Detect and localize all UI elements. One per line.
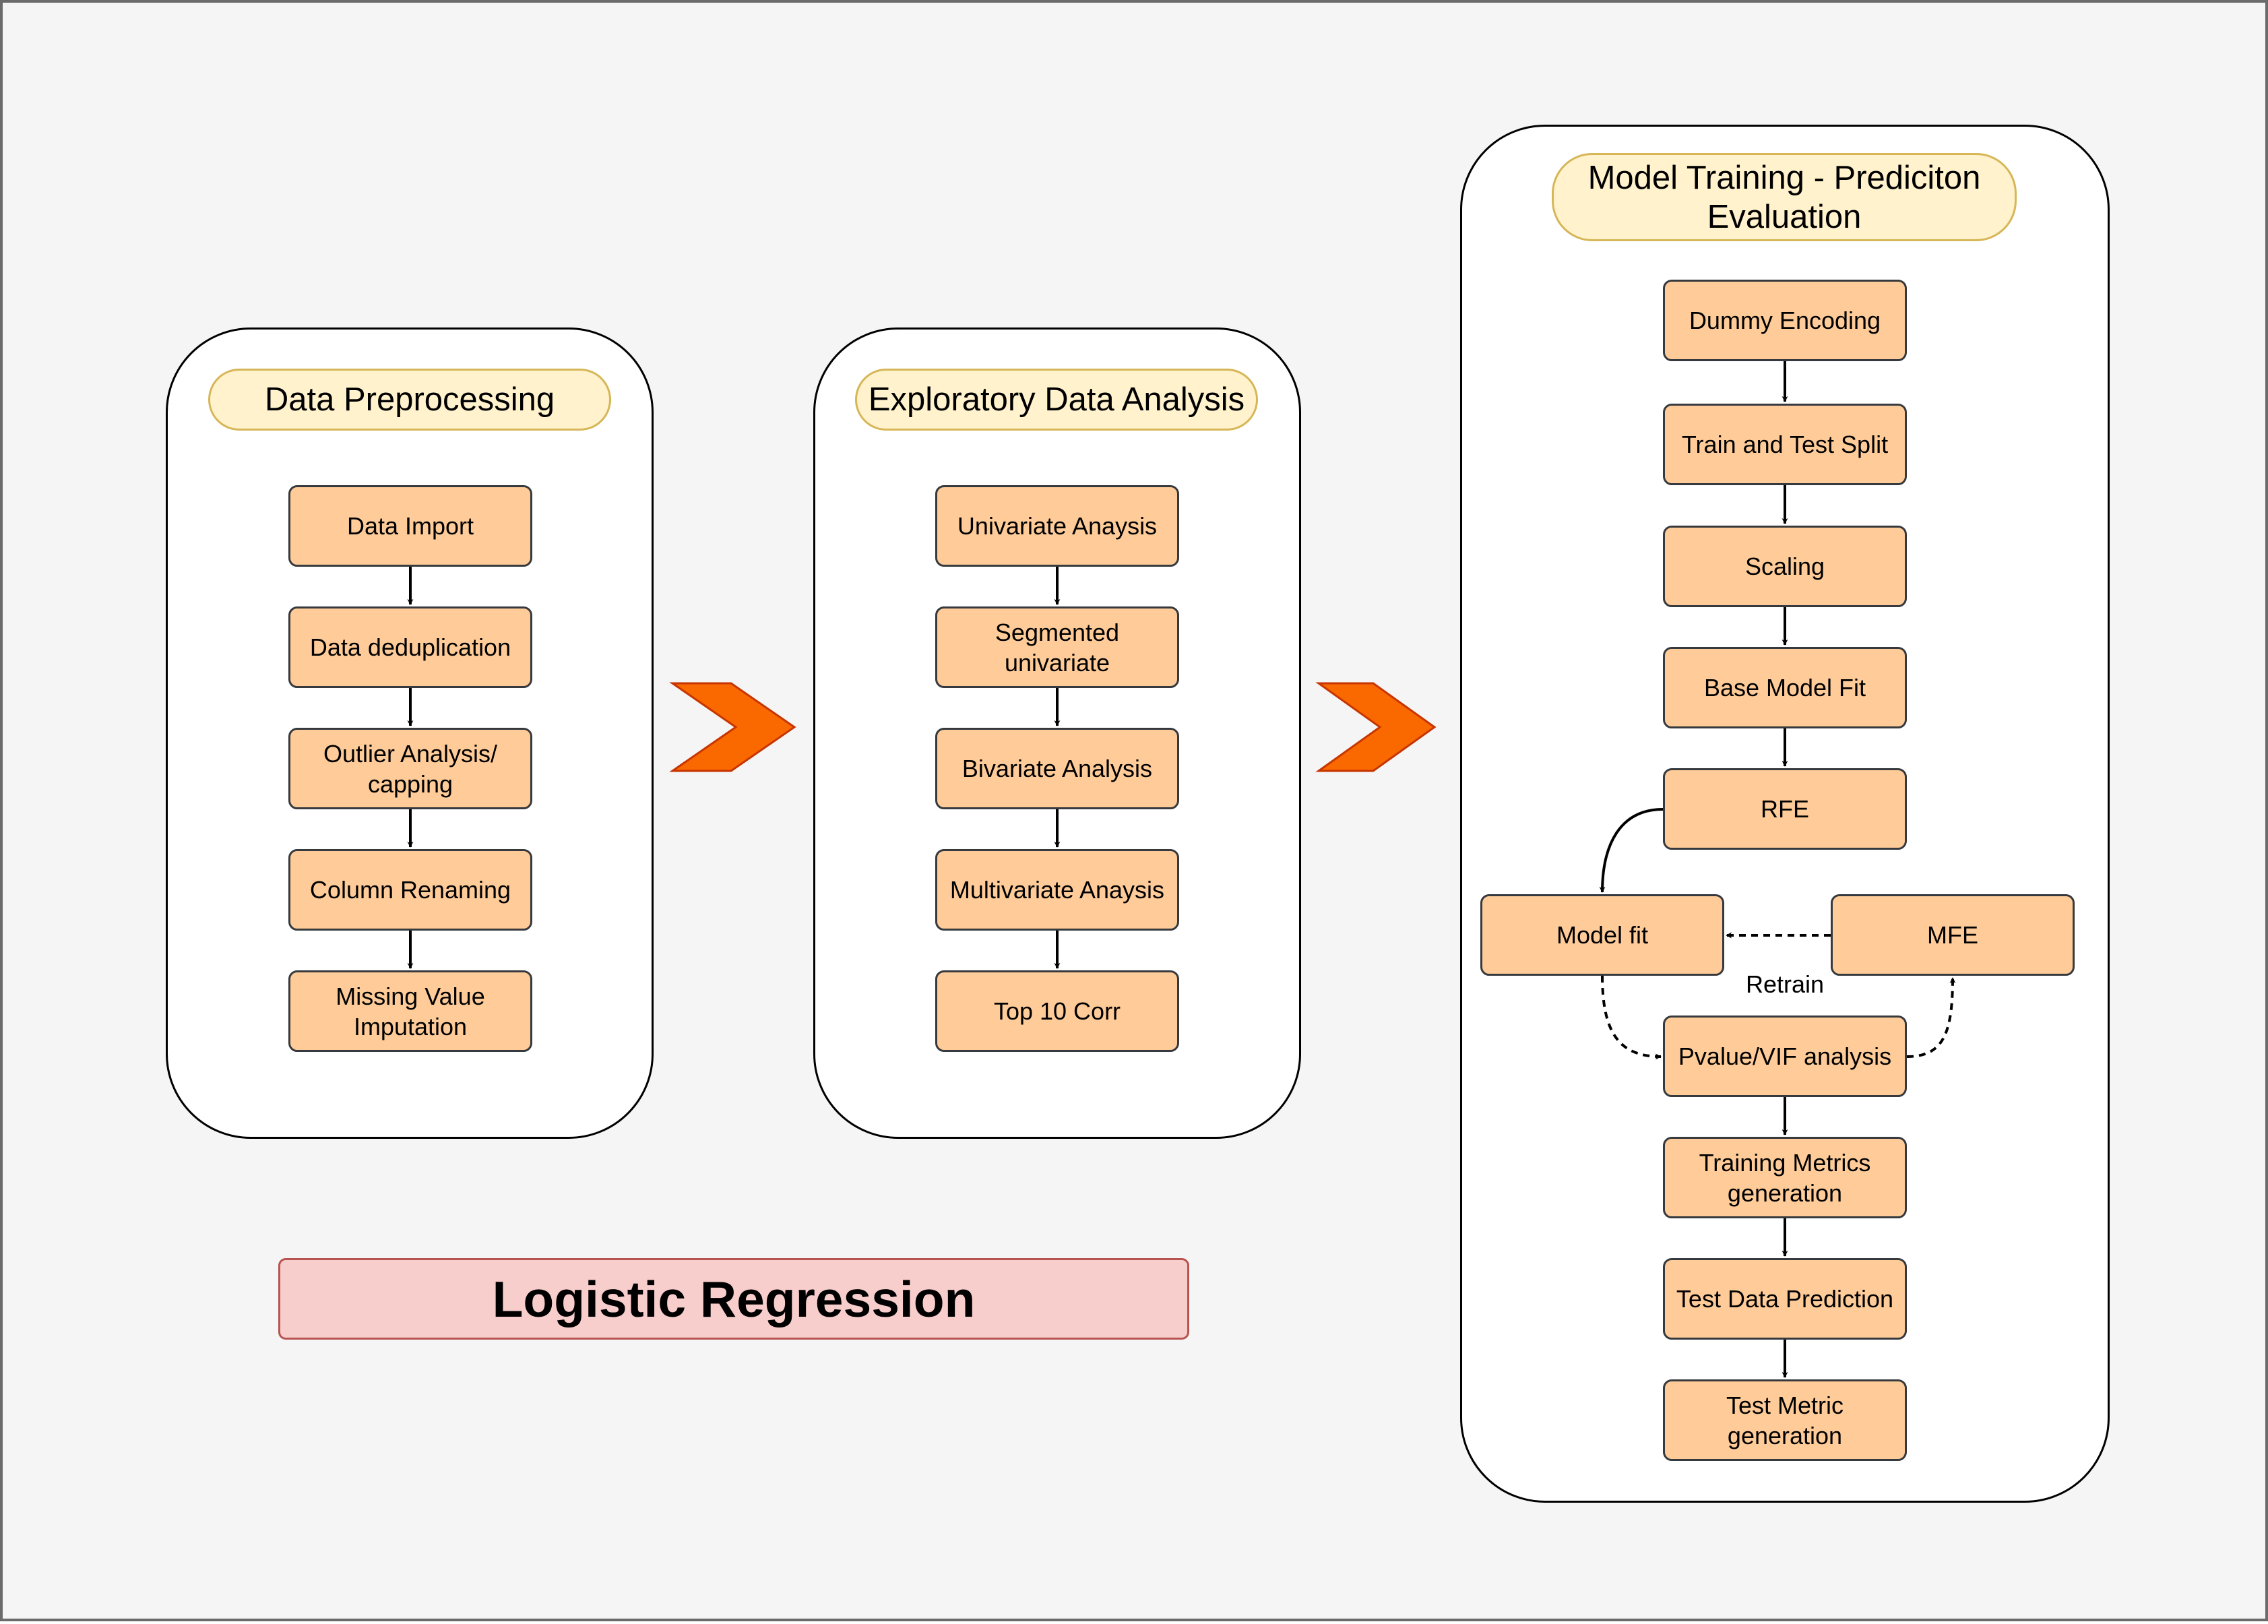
step-missing-value-imputation: Missing Value Imputation — [288, 970, 532, 1052]
step-bivariate-analysis: Bivariate Analysis — [935, 728, 1179, 809]
edge-pvalue-mfe — [1906, 977, 1956, 1058]
retrain-label: Retrain — [1745, 970, 1825, 998]
step-segmented-univariate: Segmented univariate — [935, 606, 1179, 688]
step-training-metrics-generation: Training Metrics generation — [1663, 1137, 1907, 1218]
header-eda: Exploratory Data Analysis — [855, 369, 1258, 431]
edge-rfe-model-fit — [1599, 808, 1664, 893]
step-multivariate-anaysis: Multivariate Anaysis — [935, 849, 1179, 931]
step-test-metric-generation: Test Metric generation — [1663, 1379, 1907, 1461]
header-preprocessing: Data Preprocessing — [208, 369, 611, 431]
step-column-renaming: Column Renaming — [288, 849, 532, 931]
diagram-title: Logistic Regression — [278, 1258, 1189, 1340]
step-mfe: MFE — [1831, 894, 2075, 976]
step-model-fit: Model fit — [1480, 894, 1724, 976]
chevron-arrow-2 — [1315, 682, 1437, 772]
step-rfe: RFE — [1663, 768, 1907, 850]
edge-model-fit-pvalue — [1601, 975, 1662, 1060]
step-dummy-encoding: Dummy Encoding — [1663, 280, 1907, 361]
step-pvalue-vif-analysis: Pvalue/VIF analysis — [1663, 1016, 1907, 1097]
step-data-deduplication: Data deduplication — [288, 606, 532, 688]
step-scaling: Scaling — [1663, 526, 1907, 607]
step-univariate-anaysis: Univariate Anaysis — [935, 485, 1179, 567]
step-base-model-fit: Base Model Fit — [1663, 647, 1907, 728]
chevron-arrow-1 — [669, 682, 796, 772]
step-top-10-corr: Top 10 Corr — [935, 970, 1179, 1052]
step-outlier-analysis: Outlier Analysis/ capping — [288, 728, 532, 809]
step-train-test-split: Train and Test Split — [1663, 404, 1907, 485]
step-data-import: Data Import — [288, 485, 532, 567]
connectors-layer — [407, 361, 1956, 1378]
step-test-data-prediction: Test Data Prediction — [1663, 1258, 1907, 1340]
header-modeling: Model Training - Prediciton Evaluation — [1552, 153, 2017, 241]
